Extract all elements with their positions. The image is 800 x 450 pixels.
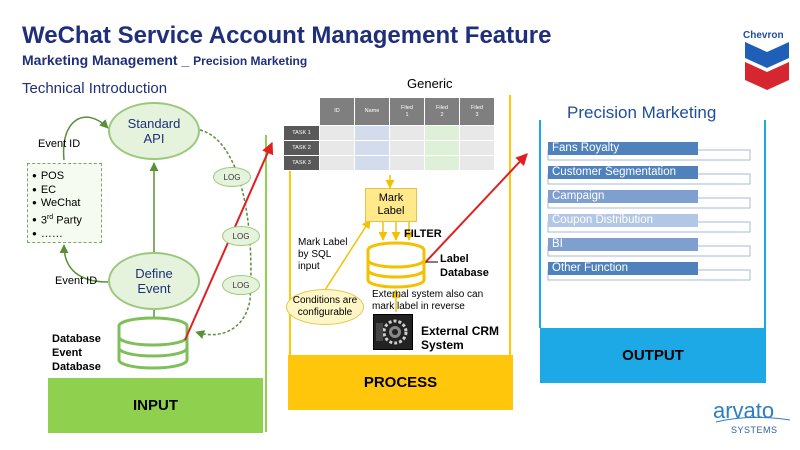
- define-event-label: Define Event: [135, 266, 173, 296]
- table-cell: [354, 155, 390, 171]
- table-cell: [459, 140, 495, 156]
- table-cell: [319, 140, 355, 156]
- table-cell: [354, 125, 390, 141]
- page-subtitle: Marketing Management _ Precision Marketi…: [22, 52, 307, 68]
- label-database-icon: [366, 241, 426, 289]
- process-stage-box: PROCESS: [288, 355, 513, 410]
- arrow-log-cycle: [195, 129, 252, 339]
- output-item-label: Fans Royalty: [552, 142, 620, 154]
- arvato-systems-text: SYSTEMS: [731, 425, 778, 435]
- subtitle-small: Precision Marketing: [193, 54, 308, 68]
- log-node: LOG: [222, 275, 260, 295]
- source-item: POS: [32, 170, 97, 184]
- output-stage-box: OUTPUT: [540, 328, 766, 383]
- arrow-conditions-to-mark: [324, 219, 371, 291]
- arrow-event-to-sources: [59, 244, 109, 283]
- table-cell: [459, 125, 495, 141]
- mark-label-sql-note: Mark Label by SQL input: [298, 237, 348, 272]
- label-database-label: Label Database: [440, 253, 489, 279]
- table-cell: [319, 155, 355, 171]
- section-heading: Technical Introduction: [22, 80, 168, 97]
- table-header: Filed 3: [459, 97, 495, 126]
- table-cell: [424, 140, 460, 156]
- external-system-note: External system also can mark label in r…: [372, 289, 484, 312]
- arrow-process-to-output: [419, 153, 528, 269]
- external-crm-icon: [373, 314, 413, 350]
- output-item-campaign: Campaign: [548, 190, 698, 203]
- define-event-node: Define Event: [108, 252, 200, 310]
- conditions-label: Conditions are configurable: [292, 295, 358, 318]
- table-cell: [424, 125, 460, 141]
- conditions-node: Conditions are configurable: [286, 289, 364, 325]
- mark-label-node: Mark Label: [365, 188, 417, 222]
- table-header: Name: [354, 97, 390, 126]
- table-cell: [389, 155, 425, 171]
- output-item-label: Coupon Distribution: [552, 214, 654, 226]
- event-database-label: Database Event Database: [52, 333, 101, 373]
- input-stage-box: INPUT: [48, 378, 263, 433]
- external-crm-label: External CRM System: [421, 324, 500, 352]
- standard-api-label: Standard API: [127, 116, 181, 146]
- source-item: WeChat: [32, 197, 97, 211]
- output-item-label: Other Function: [552, 262, 629, 274]
- arvato-logo-text: arvato: [713, 398, 775, 423]
- subtitle-main: Marketing Management _: [22, 52, 190, 68]
- precision-marketing-title: Precision Marketing: [567, 103, 717, 122]
- event-database-icon: [117, 316, 189, 370]
- event-sources-list: POS EC WeChat 3rd Party ……: [27, 163, 102, 243]
- table-cell: [389, 140, 425, 156]
- table-header: ID: [319, 97, 355, 126]
- output-item-label: Campaign: [552, 190, 605, 202]
- table-header: Filed 1: [389, 97, 425, 126]
- output-item-other-function: Other Function: [548, 262, 698, 275]
- table-row-label: TASK 2: [283, 140, 320, 156]
- output-item-fans-royalty: Fans Royalty: [548, 142, 698, 155]
- table-corner: [283, 97, 320, 126]
- table-cell: [424, 155, 460, 171]
- table-row-label: TASK 1: [283, 125, 320, 141]
- output-item-customer-segmentation: Customer Segmentation: [548, 166, 698, 179]
- output-item-label: Customer Segmentation: [552, 166, 677, 178]
- table-cell: [354, 140, 390, 156]
- output-item-coupon-distribution: Coupon Distribution: [548, 214, 698, 227]
- event-id-bottom-label: Event ID: [55, 275, 98, 287]
- filter-label: FILTER: [404, 228, 442, 240]
- source-item: EC: [32, 184, 97, 198]
- generic-matrix-table: ID Name Filed 1 Filed 2 Filed 3 TASK 1 T…: [283, 97, 495, 171]
- table-cell: [319, 125, 355, 141]
- log-node: LOG: [222, 226, 260, 246]
- generic-label: Generic: [407, 76, 453, 91]
- table-header: Filed 2: [424, 97, 460, 126]
- source-item: ……: [32, 228, 97, 242]
- arrow-sources-to-api: [62, 116, 109, 161]
- log-node: LOG: [213, 167, 251, 187]
- table-cell: [459, 155, 495, 171]
- table-cell: [389, 125, 425, 141]
- output-item-label: BI: [552, 238, 563, 250]
- source-item: 3rd Party: [32, 211, 97, 228]
- chevron-logo-icon: [745, 42, 789, 90]
- page-title: WeChat Service Account Management Featur…: [22, 22, 552, 49]
- output-item-bi: BI: [548, 238, 698, 251]
- standard-api-node: Standard API: [108, 102, 200, 160]
- arvato-logo-swoosh: [715, 416, 791, 423]
- chevron-logo-text: Chevron: [743, 30, 784, 41]
- event-id-top-label: Event ID: [38, 138, 81, 150]
- table-row-label: TASK 3: [283, 155, 320, 171]
